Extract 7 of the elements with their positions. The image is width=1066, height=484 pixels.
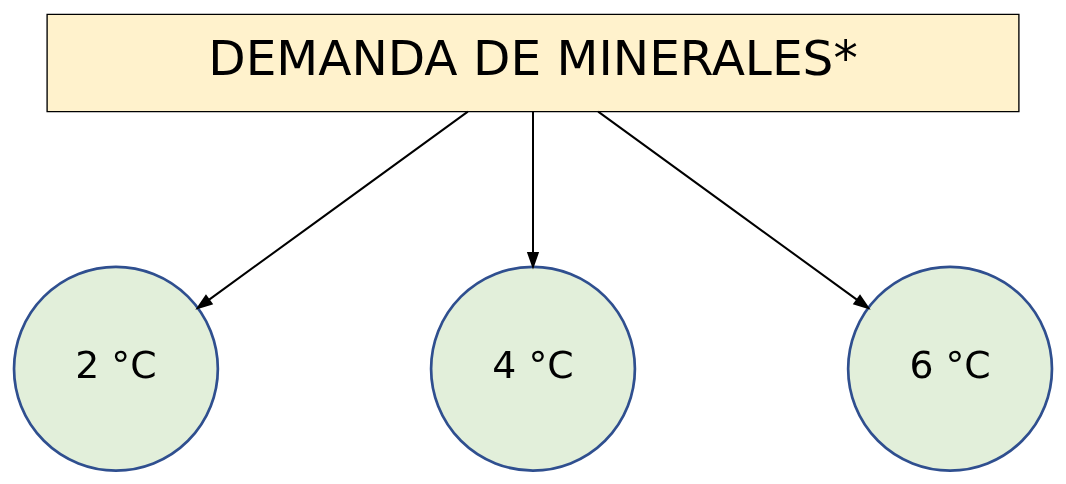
node-circle: 6 °C [846,264,1054,472]
node-circle: 4 °C [429,264,637,472]
arrow [195,110,469,310]
node-circle: 2 °C [12,264,220,472]
node-box: DEMANDA DE MINERALES* [46,13,1020,112]
arrow [526,111,540,269]
arrow [597,110,871,310]
